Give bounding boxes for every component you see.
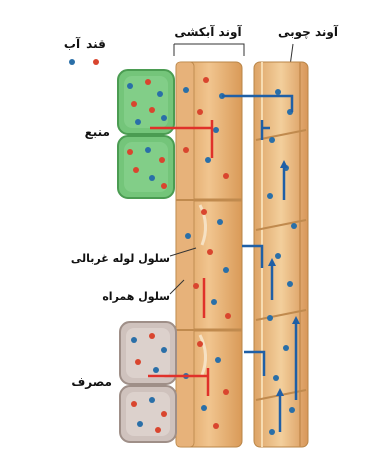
phloem-title: آوند آبکشی (174, 24, 242, 40)
legend-water-label: آب (64, 36, 81, 51)
source-label: منبع (85, 125, 110, 139)
sink-cells (120, 322, 176, 442)
companion-cell-label: سلول همراه (102, 290, 170, 303)
sugar-legend-icon (93, 59, 99, 65)
legend: آب قند (64, 36, 106, 65)
sink-label: مصرف (71, 375, 112, 389)
phloem-bracket (174, 44, 244, 56)
water-legend-icon (69, 59, 75, 65)
sieve-tube-cell-label: سلول لوله غربالی (71, 252, 170, 265)
source-cells (118, 70, 174, 198)
legend-sugar-label: قند (86, 37, 106, 51)
xylem-title: آوند چوبی (278, 24, 339, 40)
